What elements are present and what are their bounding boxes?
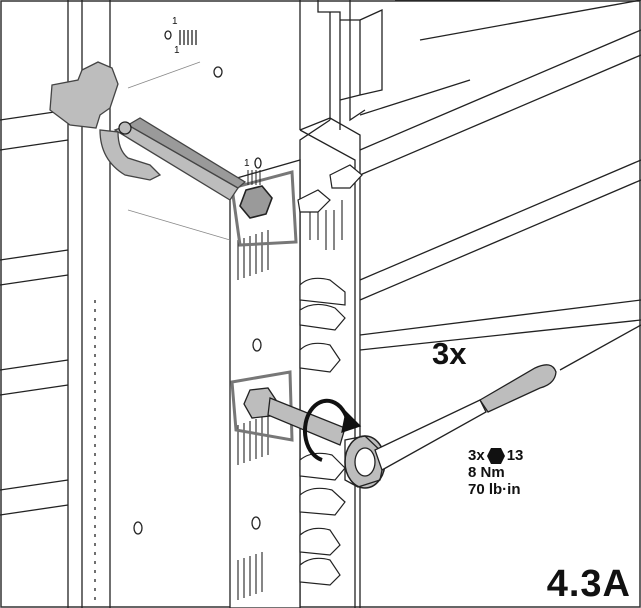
spec-torque-nm: 8 Nm bbox=[468, 464, 505, 481]
spec-size: 13 bbox=[506, 447, 524, 464]
detail-mark-2: 1 bbox=[174, 45, 180, 56]
spec-size-line: 3x 13 bbox=[468, 447, 523, 464]
hexagon-icon bbox=[486, 447, 505, 464]
detail-ticks bbox=[247, 170, 261, 185]
torque-spec: 3x 13 8 Nm 70 lb·in bbox=[468, 447, 523, 498]
cabinet-panel bbox=[109, 0, 641, 608]
detail-callout-bottom bbox=[230, 364, 557, 489]
repeat-count-label: 3x bbox=[432, 336, 467, 371]
detail-mark-3: 1 bbox=[244, 158, 250, 169]
rail-clips bbox=[297, 164, 363, 586]
detail-mark-1: 1 bbox=[172, 16, 178, 27]
step-number: 4.3A bbox=[546, 563, 631, 605]
rotation-arrow-icon bbox=[302, 398, 350, 462]
spec-count: 3x bbox=[468, 447, 485, 464]
detail-callout-top bbox=[49, 61, 298, 247]
spec-torque-lbin: 70 lb·in bbox=[468, 481, 521, 498]
